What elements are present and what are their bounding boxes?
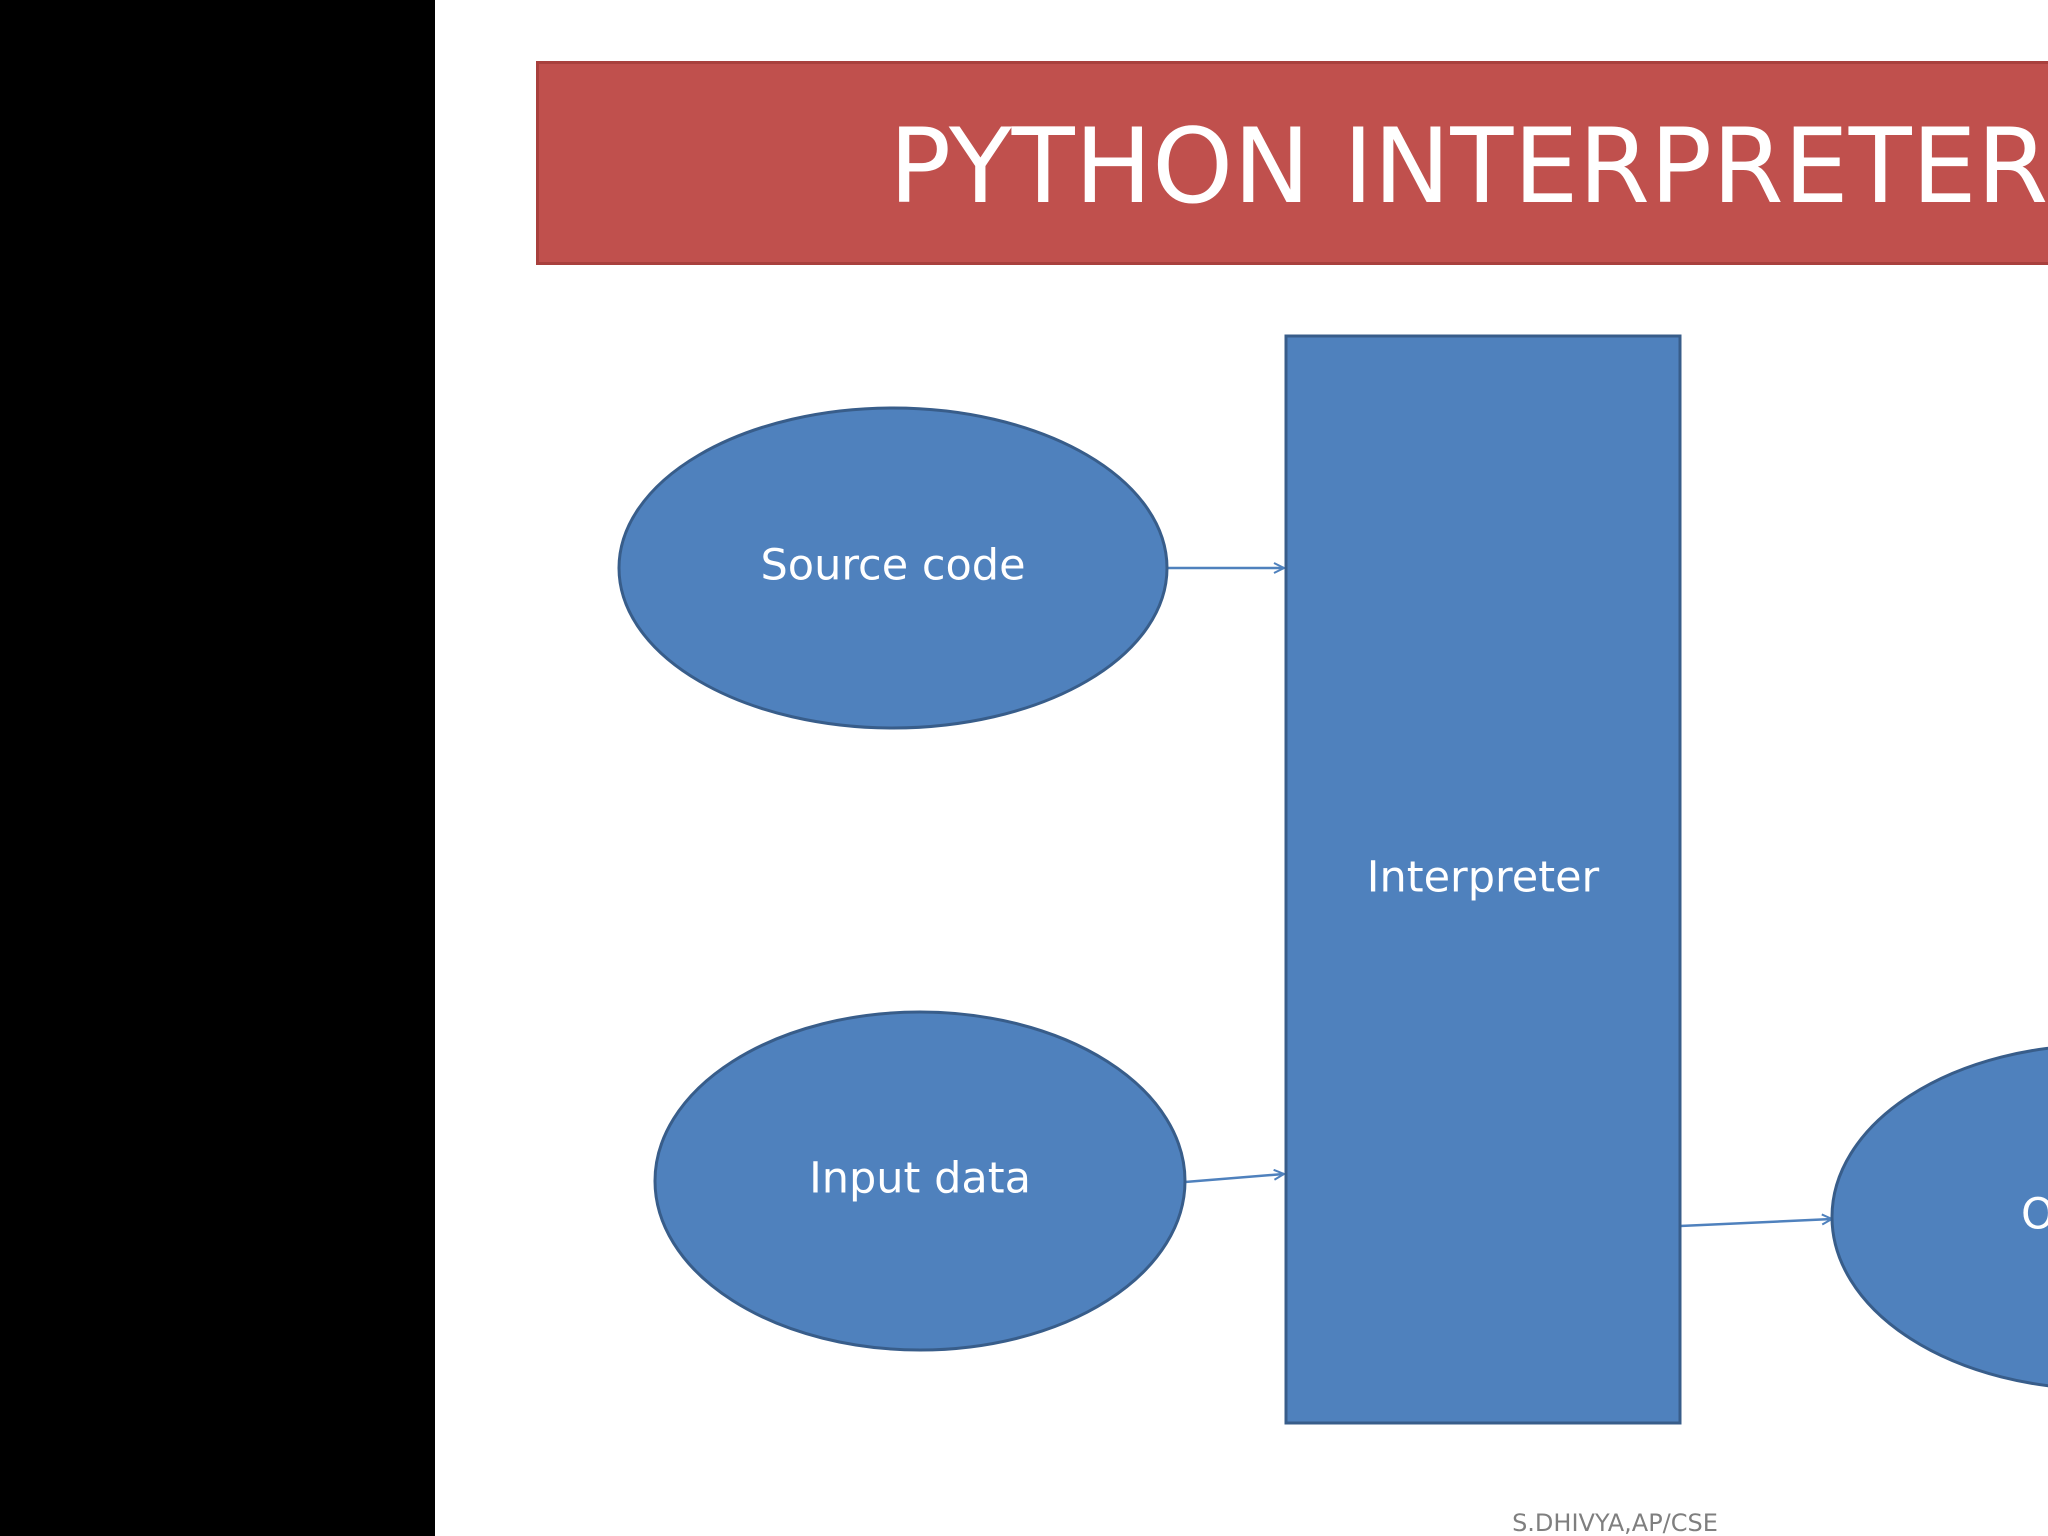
footer-credit: S.DHIVYA,AP/CSE xyxy=(1512,1509,1718,1536)
slide: PYTHON INTERPRETER Source code Input dat… xyxy=(435,0,2048,1536)
interpreter-label: Interpreter xyxy=(1367,853,1600,903)
title-bar xyxy=(536,61,2048,265)
node-output: O xyxy=(1830,1046,2048,1388)
node-interpreter: Interpreter xyxy=(1284,334,1682,1425)
input-data-ellipse xyxy=(653,1010,1187,1352)
interpreter-box xyxy=(1284,334,1682,1425)
node-input-data: Input data xyxy=(653,1010,1187,1352)
node-source-code: Source code xyxy=(617,406,1169,730)
arrow-input-data-to-interpreter xyxy=(1184,1174,1284,1184)
output-ellipse xyxy=(1830,1046,2048,1388)
source-code-ellipse xyxy=(617,406,1169,730)
arrow-interpreter-to-output xyxy=(1679,1219,1832,1228)
source-code-label: Source code xyxy=(760,541,1025,591)
slide-title: PYTHON INTERPRETER xyxy=(889,107,2048,227)
output-label: O xyxy=(2021,1190,2048,1240)
flow-diagram: Source code Input data Interpreter O xyxy=(617,334,2048,1425)
input-data-label: Input data xyxy=(809,1154,1031,1204)
